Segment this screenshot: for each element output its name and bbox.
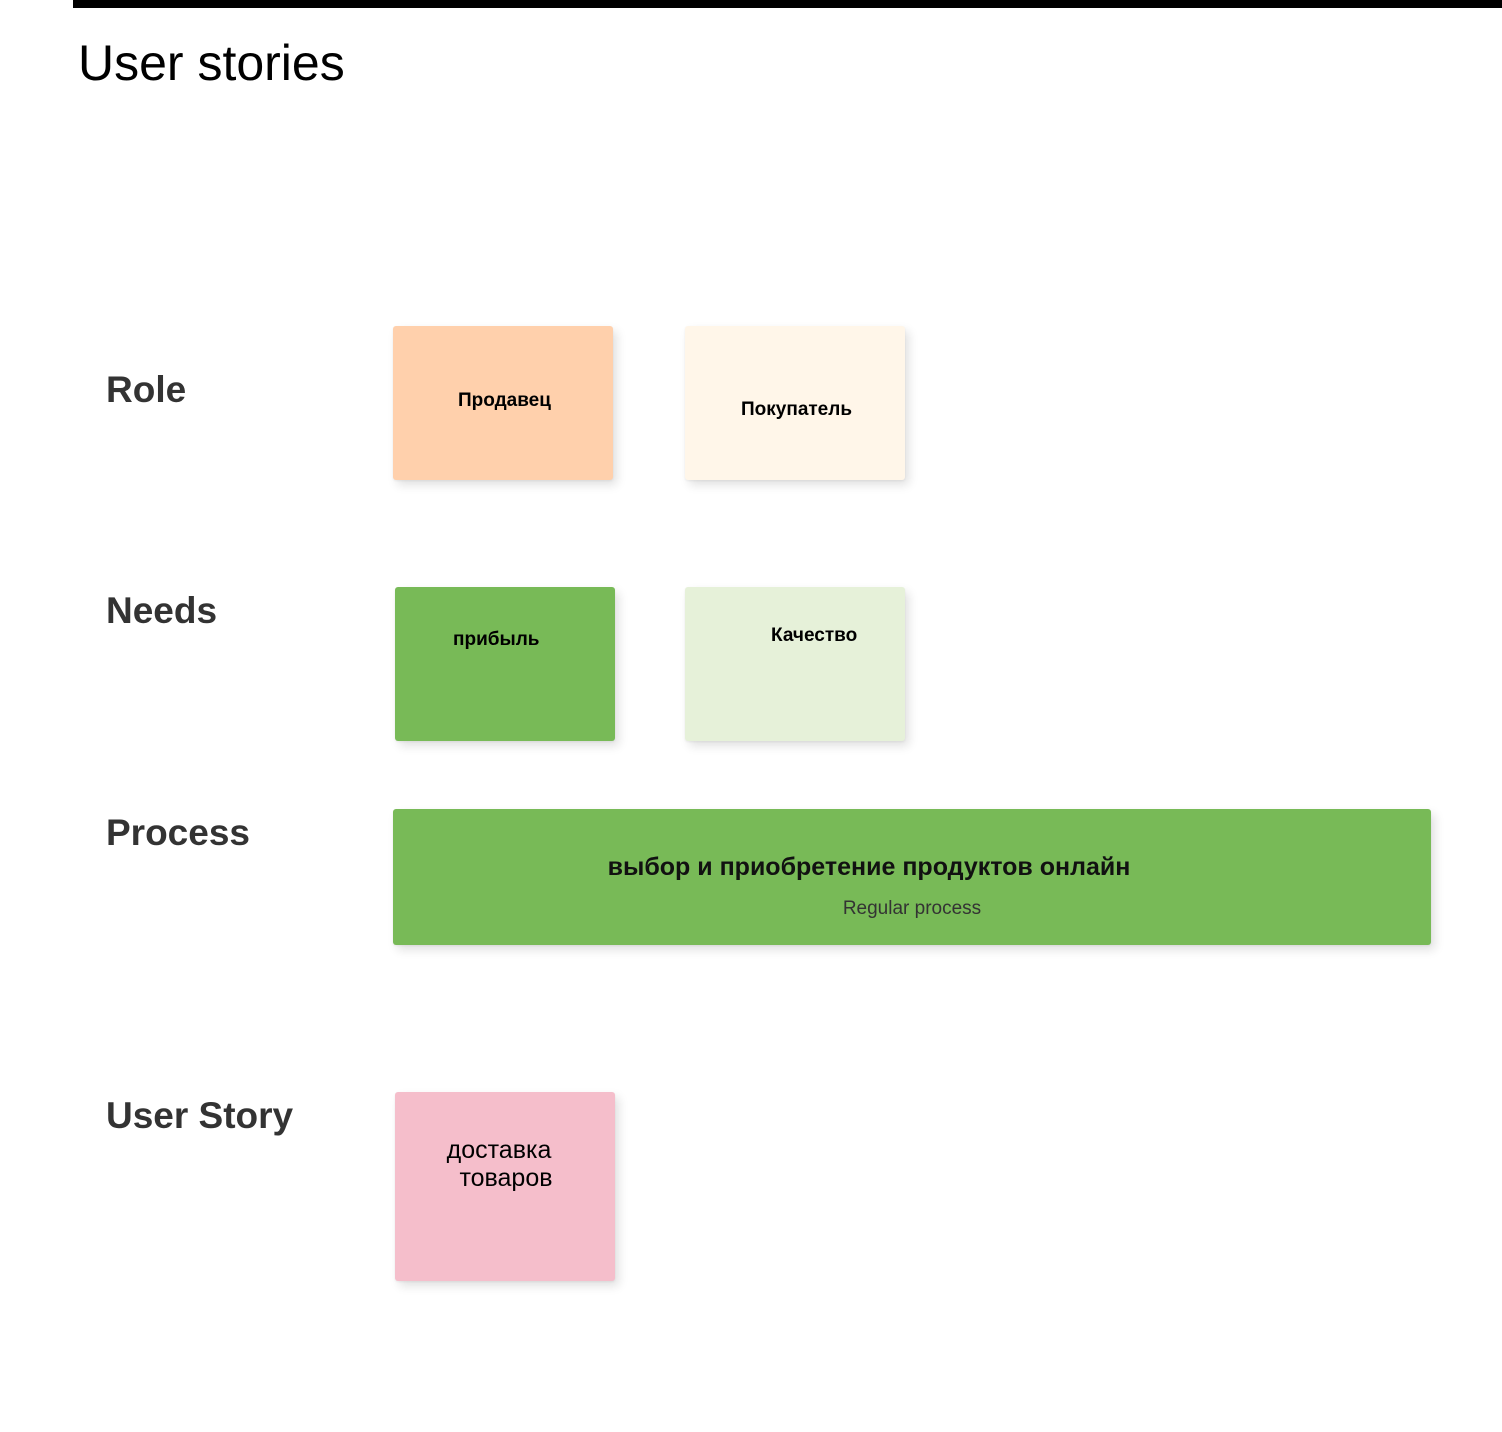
- sticky-note-delivery[interactable]: доставка товаров: [395, 1092, 615, 1281]
- process-card[interactable]: выбор и приобретение продуктов онлайн Re…: [393, 809, 1431, 945]
- sticky-note-seller-text: Продавец: [458, 390, 551, 411]
- sticky-note-seller[interactable]: Продавец: [393, 326, 613, 480]
- sticky-note-delivery-line1: доставка: [446, 1136, 552, 1164]
- row-label-user-story: User Story: [106, 1095, 294, 1136]
- sticky-note-profit[interactable]: прибыль: [395, 587, 615, 741]
- row-label-process: Process: [106, 812, 250, 853]
- top-border: [73, 0, 1502, 8]
- page-title: User stories: [78, 35, 345, 91]
- sticky-note-buyer[interactable]: Покупатель: [685, 326, 905, 480]
- row-label-role: Role: [106, 369, 187, 410]
- sticky-note-quality[interactable]: Качество: [685, 587, 905, 741]
- row-label-needs: Needs: [106, 590, 218, 631]
- sticky-note-buyer-text: Покупатель: [741, 399, 853, 420]
- process-subtitle: Regular process: [842, 898, 982, 919]
- process-title: выбор и приобретение продуктов онлайн: [607, 853, 1131, 881]
- sticky-note-quality-text: Качество: [771, 625, 858, 646]
- sticky-note-delivery-line2: товаров: [459, 1164, 553, 1192]
- sticky-note-profit-text: прибыль: [453, 629, 540, 650]
